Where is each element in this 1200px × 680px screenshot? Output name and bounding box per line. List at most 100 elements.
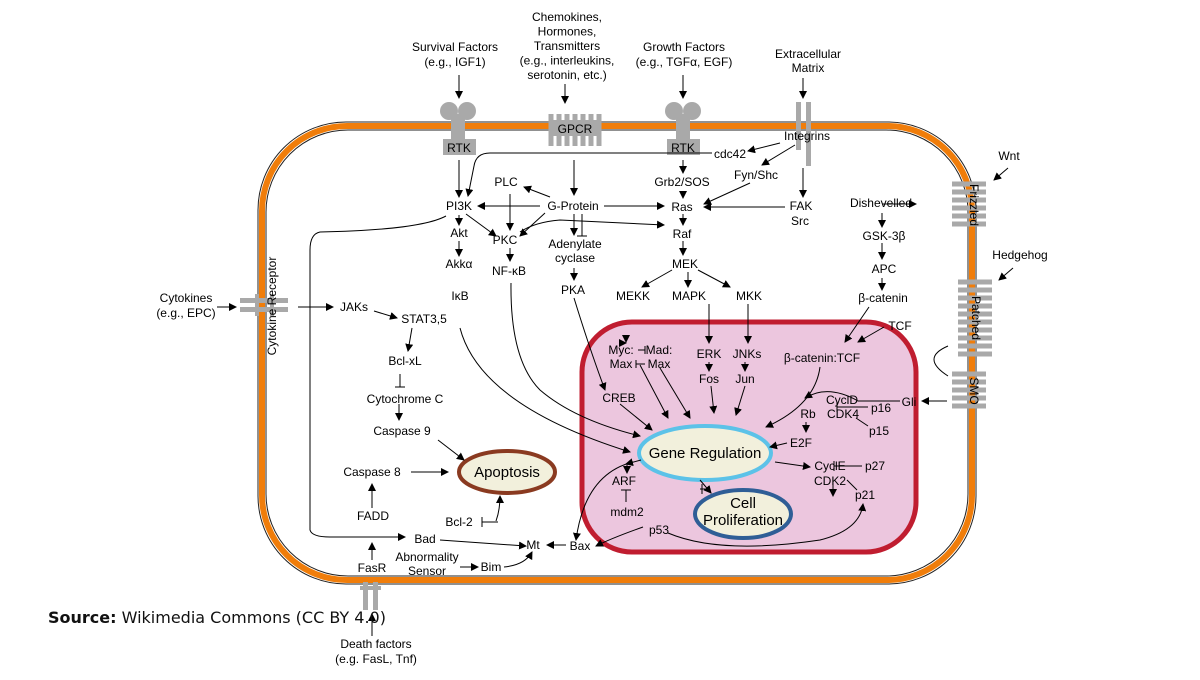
node-cytochrome-c: Cytochrome C <box>367 392 444 406</box>
node-bcl2: Bcl-2 <box>445 515 473 529</box>
node-fadd: FADD <box>357 509 389 523</box>
rtk-label-left: RTK <box>447 141 471 155</box>
node-src: Src <box>791 214 809 228</box>
node-bim: Bim <box>481 560 502 574</box>
node-cycd: CyclD <box>826 393 858 407</box>
node-bcatenin-tcf: β-catenin:TCF <box>784 351 860 365</box>
cytokines-label: Cytokines(e.g., EPC) <box>156 291 215 320</box>
node-fos: Fos <box>699 372 719 386</box>
growth-factors-label: Growth Factors(e.g., TGFα, EGF) <box>636 40 733 69</box>
hedgehog-bridge <box>933 345 949 377</box>
node-p15: p15 <box>869 424 889 438</box>
node-e2f: E2F <box>790 436 812 450</box>
node-pka: PKA <box>561 283 585 297</box>
node-cyce: CyclE <box>814 459 845 473</box>
gpcr-receptor <box>548 114 602 146</box>
patched-receptor <box>958 279 992 357</box>
node-plc: PLC <box>494 175 518 189</box>
node-mek: MEK <box>672 257 698 271</box>
node-mdm2: mdm2 <box>610 505 644 519</box>
rtk-label-right: RTK <box>671 141 695 155</box>
apoptosis-node <box>457 449 557 495</box>
node-nfkb: NF-κB <box>492 264 526 278</box>
node-stat: STAT3,5 <box>401 312 447 326</box>
frizzled-label: Frizzled <box>967 184 981 226</box>
fasr-label: FasR <box>358 561 387 575</box>
node-tcf: TCF <box>888 319 911 333</box>
inhibition-edges <box>395 214 869 527</box>
node-akka: Akkα <box>446 257 473 271</box>
patched-label: Patched <box>969 296 983 340</box>
node-akt: Akt <box>450 226 468 240</box>
source-credit: Source: Wikimedia Commons (CC BY 4.0) <box>48 608 386 627</box>
node-mkk: MKK <box>736 289 762 303</box>
node-raf: Raf <box>673 227 692 241</box>
gene-regulation-label: Gene Regulation <box>649 445 762 462</box>
node-jnks: JNKs <box>733 347 762 361</box>
node-cdk4: CDK4 <box>827 407 859 421</box>
node-ikb: IκB <box>451 289 468 303</box>
node-gli: Gli <box>902 395 917 409</box>
cytokine-receptor <box>240 294 288 316</box>
edges <box>217 75 1014 636</box>
node-apc: APC <box>872 262 897 276</box>
gpcr-label: GPCR <box>558 122 593 136</box>
node-gsk3b: GSK-3β <box>863 229 906 243</box>
frizzled-receptor <box>952 181 986 227</box>
node-jaks: JAKs <box>340 300 368 314</box>
apoptosis-label: Apoptosis <box>474 464 540 481</box>
node-rb: Rb <box>800 407 816 421</box>
node-erk: ERK <box>697 347 722 361</box>
source-text: Wikimedia Commons (CC BY 4.0) <box>121 608 386 627</box>
node-bax: Bax <box>570 539 591 553</box>
rtk-receptor-right <box>665 102 701 155</box>
cytokine-receptor-label: Cytokine Receptor <box>265 257 279 356</box>
survival-factors-label: Survival Factors(e.g., IGF1) <box>412 40 498 69</box>
node-cdk2: CDK2 <box>814 474 846 488</box>
chemokines-label: Chemokines,Hormones,Transmitters(e.g., i… <box>520 10 615 82</box>
node-gprotein: G-Protein <box>547 199 598 213</box>
node-fak: FAK <box>790 199 813 213</box>
node-caspase9: Caspase 9 <box>373 424 431 438</box>
death-factors-label: Death factors(e.g. FasL, Tnf) <box>335 637 417 666</box>
node-ras: Ras <box>671 200 692 214</box>
node-myc-max: Myc:Max <box>608 343 633 371</box>
node-cdc42: cdc42 <box>714 147 746 161</box>
smo-receptor <box>952 371 986 409</box>
node-pi3k: PI3K <box>446 199 472 213</box>
node-fynshc: Fyn/Shc <box>734 168 778 182</box>
node-creb: CREB <box>602 391 635 405</box>
node-bcatenin: β-catenin <box>858 291 908 305</box>
node-caspase8: Caspase 8 <box>343 465 401 479</box>
proliferation-node <box>693 488 793 540</box>
gene-regulation-node <box>637 424 773 482</box>
node-p27: p27 <box>865 459 885 473</box>
node-mapk: MAPK <box>672 289 706 303</box>
rtk-receptor-left <box>440 102 476 155</box>
wnt-label: Wnt <box>998 149 1020 163</box>
node-mekk: MEKK <box>616 289 650 303</box>
hedgehog-label: Hedgehog <box>992 248 1047 262</box>
source-label: Source: <box>48 608 117 627</box>
fasr-receptor <box>360 582 381 610</box>
integrins-label: Integrins <box>784 129 830 143</box>
node-bclxl: Bcl-xL <box>388 354 422 368</box>
node-p53: p53 <box>649 523 669 537</box>
integrin-receptor <box>796 102 811 166</box>
node-grb2: Grb2/SOS <box>654 175 709 189</box>
node-jun: Jun <box>735 372 754 386</box>
node-p16: p16 <box>871 401 891 415</box>
smo-label: SMO <box>967 377 981 404</box>
node-mad-max: Mad:Max <box>646 343 673 371</box>
node-mt: Mt <box>526 538 540 552</box>
node-bad: Bad <box>414 532 435 546</box>
node-pkc: PKC <box>493 233 518 247</box>
node-p21: p21 <box>855 488 875 502</box>
node-dishevelled: Dishevelled <box>850 196 912 210</box>
